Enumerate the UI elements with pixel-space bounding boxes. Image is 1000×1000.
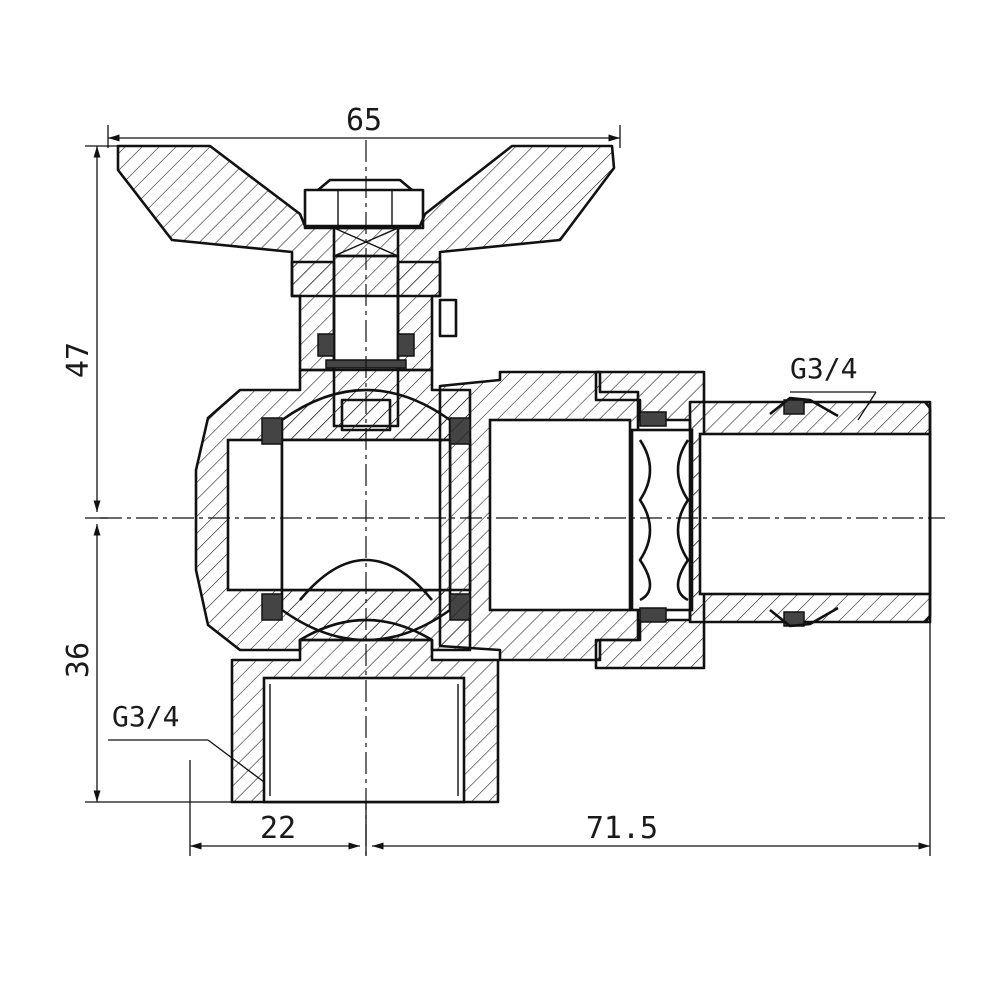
valve-body [194,368,472,652]
dimension-label-22: 22 [260,811,296,846]
dimension-label-65: 65 [346,103,382,138]
dimension-bottom: 22 71.5 [189,622,931,856]
dimension-height-left: 47 36 [61,145,232,803]
thread-label-bottom: G3/4 [112,700,179,733]
center-lines [100,140,945,860]
stem-gland [290,260,458,372]
dimension-label-71-5: 71.5 [586,811,658,846]
dimension-label-47: 47 [61,342,96,378]
hex-nut [303,178,425,230]
tailpiece [688,396,932,628]
right-thread-callout: G3/4 [790,352,877,421]
union-nut [594,370,706,670]
dimension-label-36: 36 [61,642,96,678]
bottom-connection [230,618,500,804]
butterfly-handle [116,144,616,298]
union-body [438,370,640,662]
thread-label-right: G3/4 [790,352,857,385]
dimension-width-top: 65 [107,103,621,148]
bottom-thread-callout: G3/4 [108,700,265,783]
